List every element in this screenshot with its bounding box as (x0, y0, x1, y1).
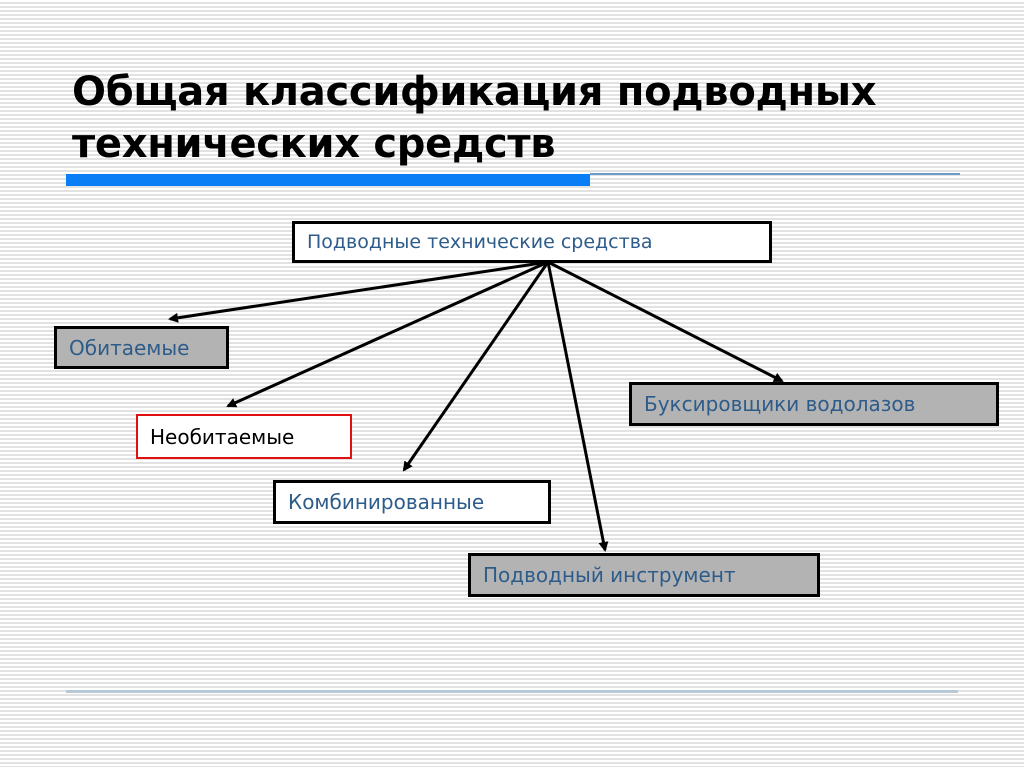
slide-title-line-1: Общая классификация подводных (72, 69, 877, 115)
node-inhabited-label: Обитаемые (69, 335, 190, 360)
node-combined-label: Комбинированные (288, 490, 485, 514)
arrow-to-diver-tows (547, 260, 784, 383)
node-uninhabited: Необитаемые (136, 414, 352, 459)
node-underwater-instrument-label: Подводный инструмент (483, 563, 736, 587)
title-accent-line (590, 173, 960, 175)
footer-divider (66, 690, 958, 693)
node-combined: Комбинированные (273, 480, 551, 524)
arrow-to-uninhabited (226, 260, 549, 408)
node-diver-tows-label: Буксировщики водолазов (644, 392, 916, 416)
node-underwater-instrument: Подводный инструмент (468, 553, 820, 597)
title-accent-bar (66, 174, 590, 186)
node-diver-tows: Буксировщики водолазов (629, 382, 999, 426)
arrow-to-inhabited (168, 260, 549, 323)
node-inhabited: Обитаемые (54, 326, 229, 369)
slide-title-line-2: технических средств (72, 121, 556, 167)
arrow-to-combined (402, 261, 550, 472)
node-uninhabited-label: Необитаемые (150, 424, 295, 449)
slide-title: Общая классификация подводных технически… (72, 66, 972, 170)
root-node: Подводные технические средства (292, 221, 772, 263)
arrow-to-instrument (546, 261, 609, 552)
root-node-label: Подводные технические средства (307, 231, 653, 253)
